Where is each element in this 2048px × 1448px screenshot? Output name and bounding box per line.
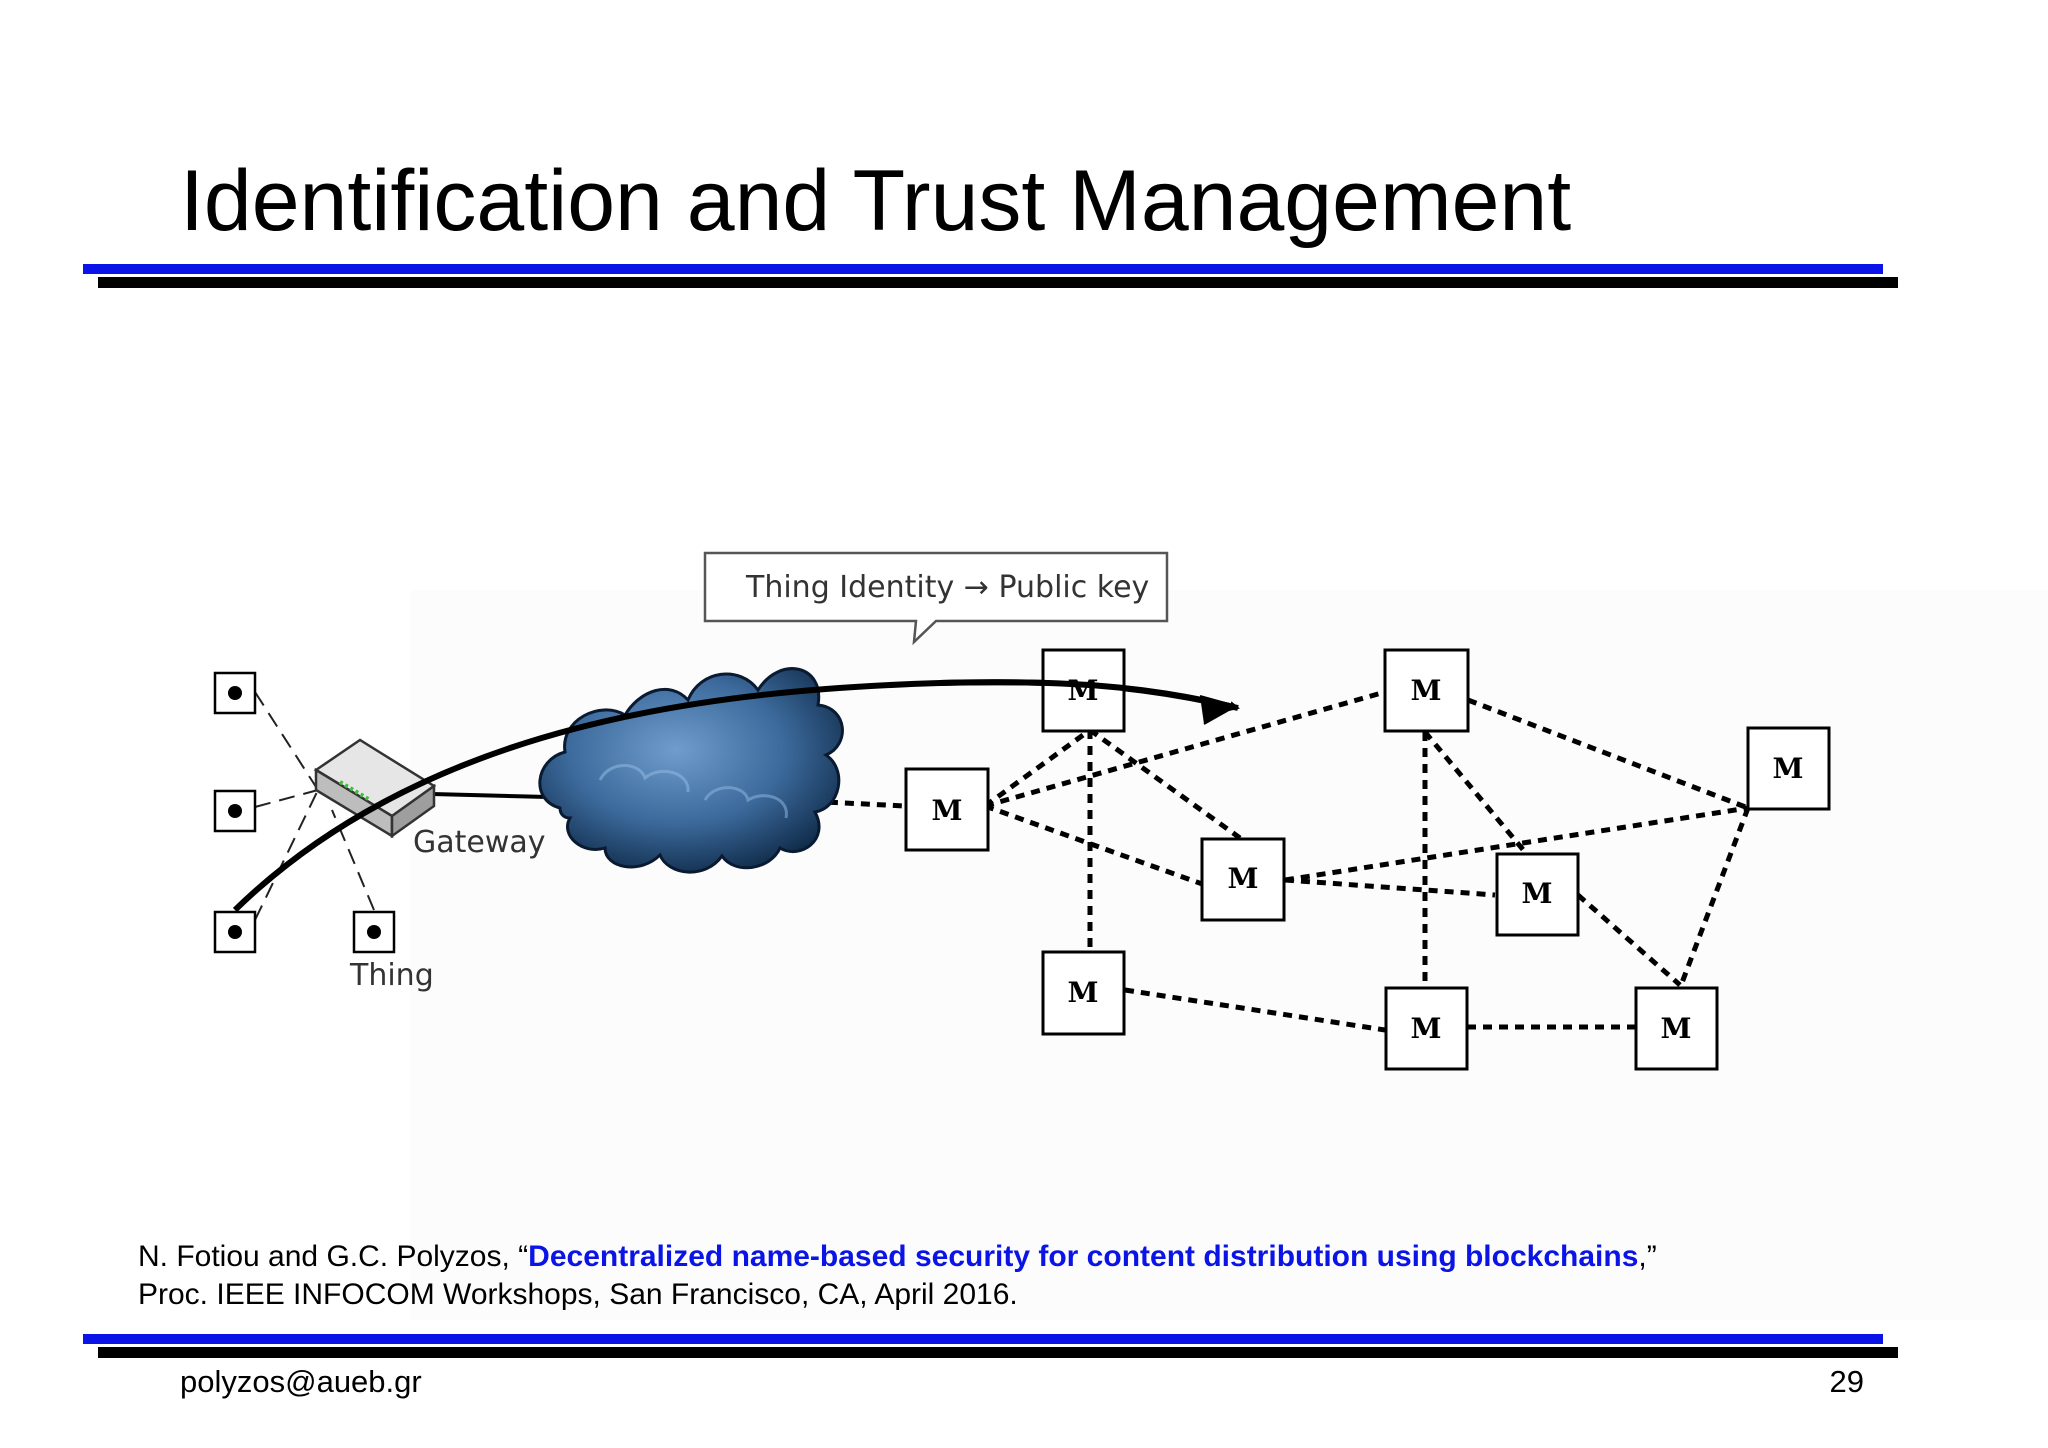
link-m6-m9 bbox=[1576, 893, 1682, 987]
m-node: M bbox=[1495, 852, 1580, 937]
thing-icon bbox=[213, 671, 257, 715]
gateway-router-icon bbox=[313, 738, 437, 839]
callout-text: Thing Identity → Public key bbox=[745, 570, 1149, 605]
title-rule-black bbox=[98, 277, 1898, 288]
m-node-label: M bbox=[932, 794, 963, 827]
m-node-label: M bbox=[1068, 674, 1099, 707]
m-node-label: M bbox=[1068, 976, 1099, 1009]
thing-icon bbox=[213, 910, 257, 954]
thing-icon bbox=[352, 910, 396, 954]
m-node-label: M bbox=[1773, 752, 1804, 785]
thing-nodes bbox=[213, 671, 396, 954]
m-node: M bbox=[1041, 648, 1126, 733]
cloud-icon bbox=[538, 667, 844, 874]
reference-citation: N. Fotiou and G.C. Polyzos, “Decentraliz… bbox=[138, 1238, 1657, 1314]
reference-title-link[interactable]: Decentralized name-based security for co… bbox=[528, 1240, 1639, 1273]
m-node: M bbox=[1634, 986, 1719, 1071]
page-number: 29 bbox=[1829, 1364, 1864, 1399]
ledger-nodes: M M M M M M M M M bbox=[904, 648, 1831, 1071]
thing-icon bbox=[213, 789, 257, 833]
slide-title: Identification and Trust Management bbox=[180, 153, 1572, 249]
m-node-label: M bbox=[1661, 1012, 1692, 1045]
footer-rule-black bbox=[98, 1347, 1898, 1358]
link-m1-m4 bbox=[984, 803, 1206, 888]
link-m8-m9 bbox=[1677, 807, 1751, 989]
m-node: M bbox=[1041, 950, 1126, 1036]
m-node: M bbox=[1746, 726, 1831, 811]
m-node-label: M bbox=[1411, 674, 1442, 707]
link-m5-m7 bbox=[1124, 987, 1386, 1033]
footer-email: polyzos@aueb.gr bbox=[180, 1364, 422, 1399]
link-m3-m8 bbox=[1467, 697, 1749, 811]
m-node: M bbox=[1383, 648, 1470, 733]
link-m1-m3 bbox=[984, 687, 1393, 809]
m-node: M bbox=[1200, 837, 1286, 922]
gateway-label: Gateway bbox=[413, 825, 546, 860]
callout-box bbox=[703, 551, 1169, 646]
footer-rule-blue bbox=[83, 1334, 1883, 1344]
m-node: M bbox=[1384, 986, 1469, 1071]
link-m3-m6 bbox=[1423, 730, 1527, 854]
link-m4-m6 bbox=[1284, 877, 1496, 898]
m-node-label: M bbox=[1228, 862, 1259, 895]
m-node-label: M bbox=[1411, 1012, 1442, 1045]
link-m1-m2 bbox=[983, 727, 1092, 809]
link-m4-m8 bbox=[1284, 805, 1749, 883]
reference-line-1: N. Fotiou and G.C. Polyzos, “Decentraliz… bbox=[138, 1238, 1657, 1276]
link-m2-m4 bbox=[1088, 727, 1242, 841]
m-node-label: M bbox=[1522, 877, 1553, 910]
network-links bbox=[764, 687, 1751, 1033]
reference-title-close: ,” bbox=[1638, 1240, 1657, 1273]
thing-label: Thing bbox=[349, 958, 434, 993]
gateway-cloud-link bbox=[431, 792, 549, 799]
m-node: M bbox=[904, 767, 990, 852]
title-rule-blue bbox=[83, 264, 1883, 274]
reference-venue: Proc. IEEE INFOCOM Workshops, San Franci… bbox=[138, 1278, 1018, 1311]
reference-authors: N. Fotiou and G.C. Polyzos, “ bbox=[138, 1240, 529, 1273]
